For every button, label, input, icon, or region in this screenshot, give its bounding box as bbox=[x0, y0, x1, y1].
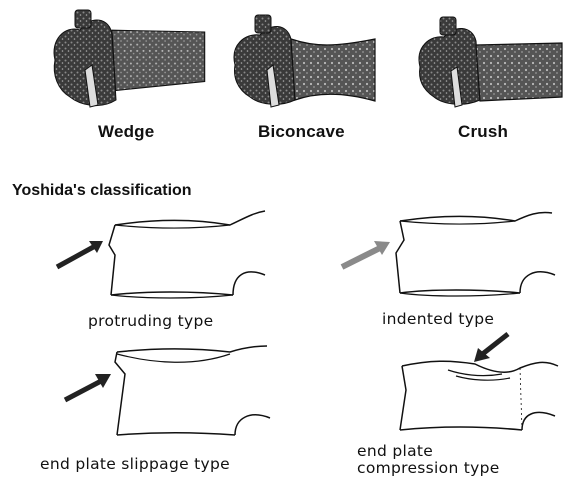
diagram-end-plate-slippage bbox=[45, 340, 285, 450]
diagram-protruding bbox=[45, 205, 285, 305]
caption-protruding-type: protruding type bbox=[88, 312, 214, 330]
caption-end-plate-slippage-type: end plate slippage type bbox=[40, 455, 230, 473]
caption-indented-type: indented type bbox=[382, 310, 494, 328]
caption-end-plate-compression-line1: end plate bbox=[357, 442, 433, 460]
label-wedge: Wedge bbox=[98, 122, 154, 142]
label-crush: Crush bbox=[458, 122, 508, 142]
section-title-yoshida: Yoshida's classification bbox=[12, 182, 192, 200]
vertebra-image-crush bbox=[412, 5, 572, 115]
vertebra-image-biconcave bbox=[225, 5, 385, 115]
vertebra-image-wedge bbox=[40, 5, 200, 115]
diagram-indented bbox=[330, 205, 570, 305]
diagram-end-plate-compression bbox=[330, 330, 570, 440]
caption-end-plate-compression-line2: compression type bbox=[357, 459, 500, 477]
label-biconcave: Biconcave bbox=[258, 122, 345, 142]
